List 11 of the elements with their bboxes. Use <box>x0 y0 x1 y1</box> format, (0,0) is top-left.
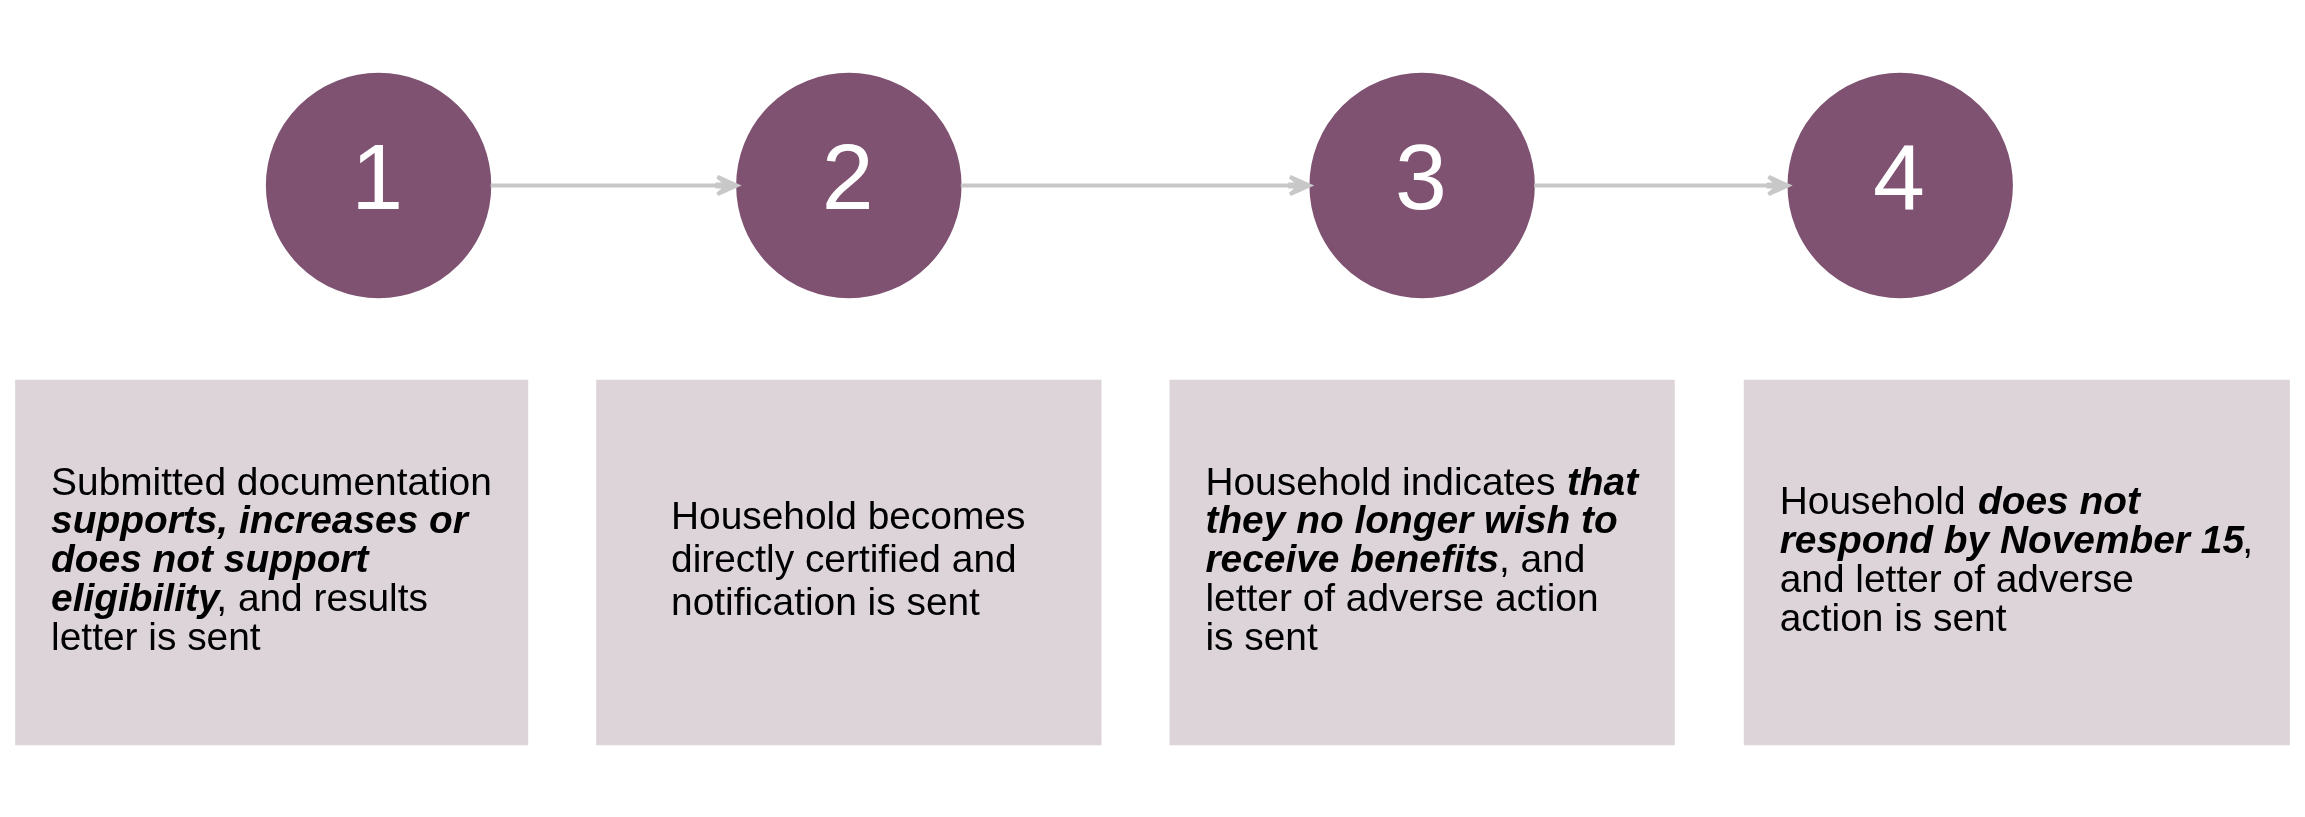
node-circle: 2 <box>736 72 962 298</box>
arrow <box>960 174 1312 196</box>
node-box: Household becomes directly certified and notification is sent <box>596 379 1102 745</box>
node-box: Submitted documentation supports, increases or does not support eligibility, and results letter is sent <box>15 379 529 745</box>
arrow <box>1534 174 1790 196</box>
node-box: Household does not respond by November 15, and letter of adverse action is sent <box>1743 379 2290 745</box>
node-circle: 1 <box>265 72 492 298</box>
arrow <box>490 174 739 196</box>
node-circle: 4 <box>1787 72 2013 298</box>
node-box: Household indicates that they no longer wish to receive benefits, and letter of adverse action is sent <box>1169 379 1675 745</box>
node-circle: 3 <box>1309 72 1535 298</box>
